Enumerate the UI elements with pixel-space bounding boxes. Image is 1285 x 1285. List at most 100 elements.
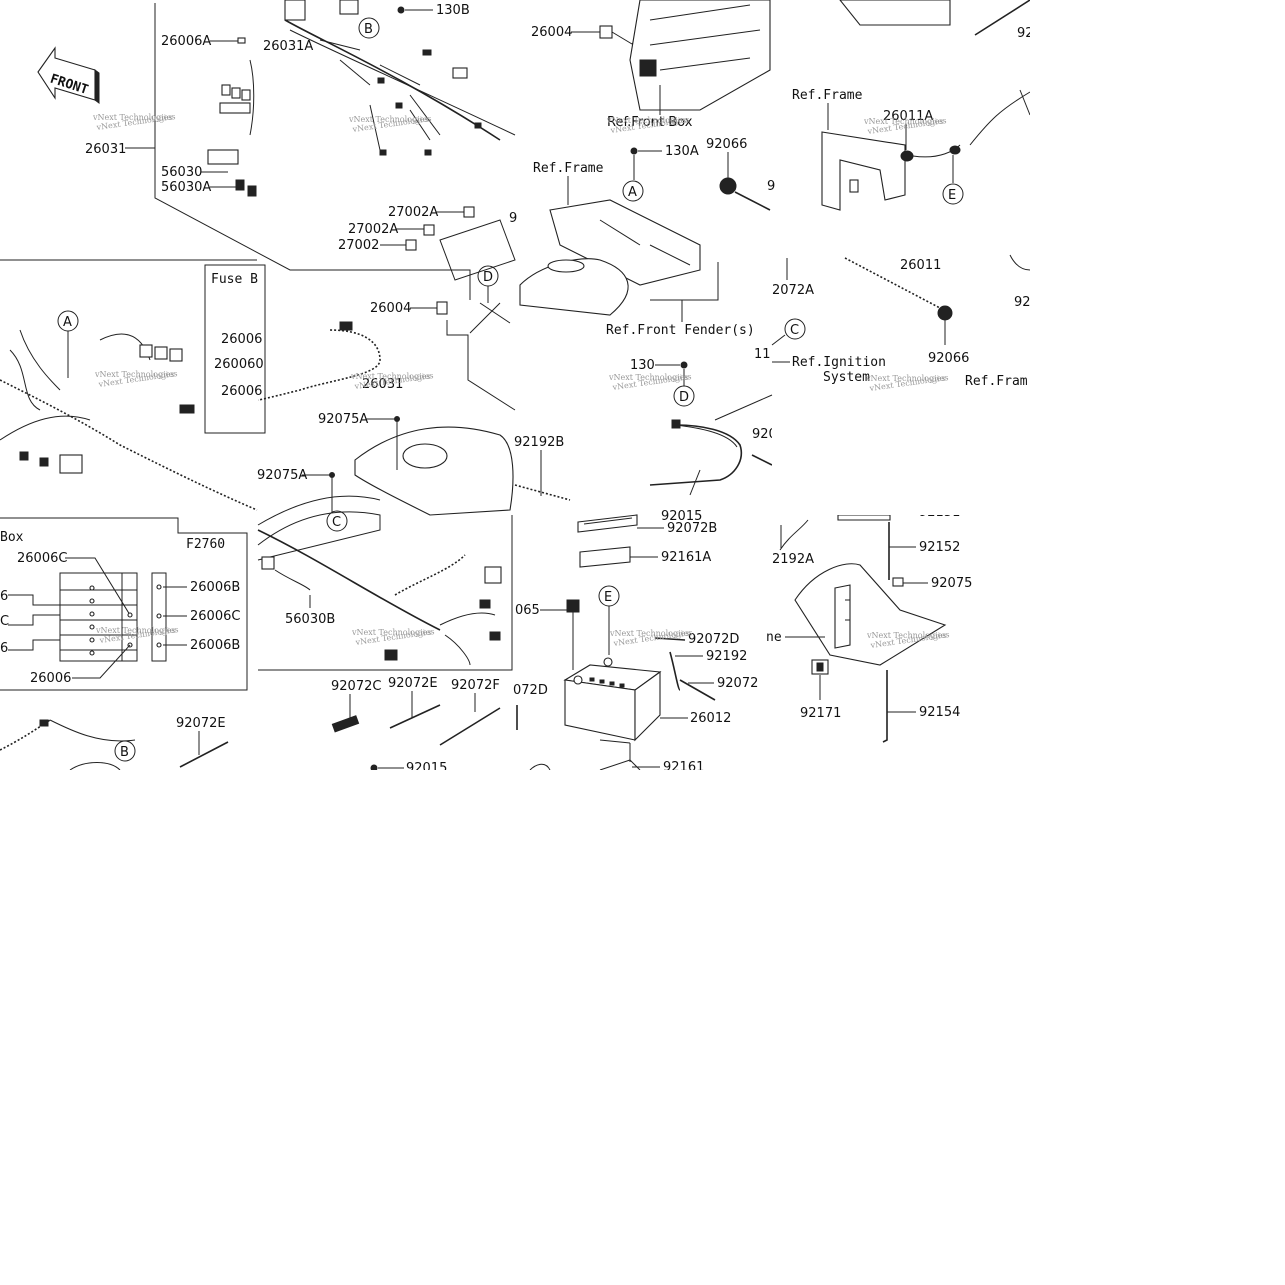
ref-frame-1: Ref.Frame bbox=[533, 161, 604, 176]
tile-ground-wire: 130 D 920 92015 bbox=[630, 358, 777, 524]
part-label-27002: 27002 bbox=[338, 238, 379, 253]
part-label-26006B-1: 26006B bbox=[190, 580, 240, 595]
part-label-26006A: 26006A bbox=[161, 34, 211, 49]
svg-text:C: C bbox=[332, 515, 341, 530]
tile-harness-routing: A Fuse B 26006 260060 26006 bbox=[0, 259, 266, 511]
part-label-92072B: 92072B bbox=[667, 521, 717, 536]
part-label-130: 130 bbox=[630, 358, 655, 373]
ref-front-fenders: Ref.Front Fender(s) bbox=[606, 323, 755, 338]
tile-ignition: 92 Ref.Frame 26011A E 26011 92066 2072A … bbox=[754, 0, 1034, 389]
part-label-92171: 92171 bbox=[800, 706, 841, 721]
svg-text:C: C bbox=[790, 323, 799, 338]
tile-harness-main: 26031A 130B B 27002A 27002A 27002 9 bbox=[263, 0, 517, 281]
svg-text:vNext Technologies: vNext Technologies bbox=[606, 116, 686, 125]
svg-text:92: 92 bbox=[1014, 295, 1031, 310]
part-label-26011A: 26011A bbox=[883, 109, 933, 124]
ref-frame-partial: Ref.Fram bbox=[965, 374, 1028, 389]
circle-ref-B bbox=[358, 17, 380, 39]
tile-cover-panel: 26004 D 26031 92075A 92192B 92075A C bbox=[257, 265, 571, 561]
part-label-26031A: 26031A bbox=[263, 39, 313, 54]
part-label-92066-2: 92066 bbox=[928, 351, 969, 366]
part-label-92161A: 92161A bbox=[661, 550, 711, 565]
svg-text:B: B bbox=[364, 22, 373, 37]
circle-ref-B-2 bbox=[114, 740, 136, 762]
svg-text:A: A bbox=[63, 315, 72, 330]
ref-side-partial: ne bbox=[766, 630, 782, 645]
part-label-92154: 92154 bbox=[919, 705, 960, 720]
connector-cluster bbox=[207, 59, 257, 197]
part-label-92152: 92152 bbox=[919, 540, 960, 555]
watermarks: vNext Technologies vNext Technologies vN… bbox=[92, 112, 950, 650]
part-label-26006: 26006 bbox=[30, 671, 71, 686]
svg-text:vNext Technologies: vNext Technologies bbox=[348, 115, 428, 124]
part-label-92075: 92075 bbox=[931, 576, 972, 591]
tile-battery-tray: 92151 92152 2192A 92075 ne 92171 92154 bbox=[766, 505, 972, 743]
tile-battery: 92072B 92161A 065 E 92072D 92192 92072 bbox=[513, 514, 758, 775]
part-label-27002A-1: 27002A bbox=[388, 205, 438, 220]
svg-text:6: 6 bbox=[0, 589, 8, 604]
svg-text:vNext Technologies: vNext Technologies bbox=[863, 117, 943, 126]
svg-text:vNext Technologies: vNext Technologies bbox=[865, 374, 945, 383]
circle-ref-C-2 bbox=[326, 510, 348, 532]
part-label-26004-1: 26004 bbox=[531, 25, 572, 40]
part-label-92072C: 92072C bbox=[331, 679, 381, 694]
part-label-072D: 072D bbox=[513, 683, 548, 698]
front-arrow-icon: FRONT bbox=[37, 46, 100, 104]
svg-text:E: E bbox=[948, 188, 956, 203]
part-label-92192A: 2192A bbox=[772, 552, 814, 567]
part-label-130B: 130B bbox=[436, 3, 470, 18]
svg-text:D: D bbox=[679, 390, 689, 405]
svg-text:920: 920 bbox=[752, 427, 777, 442]
svg-text:vNext Technologies: vNext Technologies bbox=[94, 370, 174, 379]
svg-text:vNext Technologies: vNext Technologies bbox=[350, 372, 430, 381]
svg-text:9: 9 bbox=[509, 211, 517, 226]
svg-text:A: A bbox=[628, 185, 637, 200]
part-label-065: 065 bbox=[515, 603, 540, 618]
part-label-92072: 92072 bbox=[717, 676, 758, 691]
svg-text:26006: 26006 bbox=[221, 332, 262, 347]
svg-text:260060: 260060 bbox=[214, 357, 264, 372]
part-label-92072D: 92072D bbox=[688, 632, 739, 647]
part-label-92075A-2: 92075A bbox=[257, 468, 307, 483]
svg-text:vNext Technologies: vNext Technologies bbox=[608, 373, 688, 382]
part-label-92192: 92192 bbox=[706, 649, 747, 664]
tile-fuse-box: Box F2760 26006C 26006B 26006C 26006B 6 … bbox=[0, 517, 248, 771]
circle-ref-A bbox=[622, 180, 644, 202]
part-label-92075A-1: 92075A bbox=[318, 412, 368, 427]
part-label-92072E-2: 92072E bbox=[176, 716, 226, 731]
svg-text:vNext Technologies: vNext Technologies bbox=[95, 626, 175, 635]
circle-ref-E bbox=[942, 183, 964, 205]
svg-text:9: 9 bbox=[767, 179, 775, 194]
circle-ref-D-2 bbox=[673, 385, 695, 407]
circle-ref-C bbox=[784, 318, 806, 340]
ref-box-partial: Box bbox=[0, 530, 24, 545]
part-label-56030: 56030 bbox=[161, 165, 202, 180]
tile-harness-lower: 56030B 92072C 92072E 92072F 92015 bbox=[257, 515, 513, 776]
part-label-92066-1: 92066 bbox=[706, 137, 747, 152]
part-label-92192B: 92192B bbox=[514, 435, 564, 450]
part-label-26011: 26011 bbox=[900, 258, 941, 273]
part-label-26006B-2: 26006B bbox=[190, 638, 240, 653]
svg-text:B: B bbox=[120, 745, 129, 760]
diagram-code: F2760 bbox=[186, 537, 225, 552]
svg-text:92015: 92015 bbox=[661, 509, 702, 524]
part-label-26006C: 26006C bbox=[17, 551, 67, 566]
svg-text:vNext Technologies: vNext Technologies bbox=[609, 629, 689, 638]
svg-text:vNext Technologies: vNext Technologies bbox=[866, 631, 946, 640]
part-label-27002A-2: 27002A bbox=[348, 222, 398, 237]
svg-text:vNext Technologies: vNext Technologies bbox=[92, 113, 172, 122]
svg-text:92: 92 bbox=[1017, 26, 1034, 41]
svg-text:6: 6 bbox=[0, 641, 8, 656]
part-label-26004-2: 26004 bbox=[370, 301, 411, 316]
part-label-56030A: 56030A bbox=[161, 180, 211, 195]
ref-frame-2: Ref.Frame bbox=[792, 88, 863, 103]
svg-text:vNext Technologies: vNext Technologies bbox=[351, 628, 431, 637]
tile-harness-left: FRONT 26031 26006A 56030 56030A bbox=[37, 3, 471, 300]
svg-text:D: D bbox=[483, 270, 493, 285]
part-label-26031-center: 26031 bbox=[362, 377, 403, 392]
part-label-26012: 26012 bbox=[690, 711, 731, 726]
svg-text:C: C bbox=[0, 614, 9, 629]
ref-front-box: Ref.Front Box bbox=[607, 115, 693, 130]
